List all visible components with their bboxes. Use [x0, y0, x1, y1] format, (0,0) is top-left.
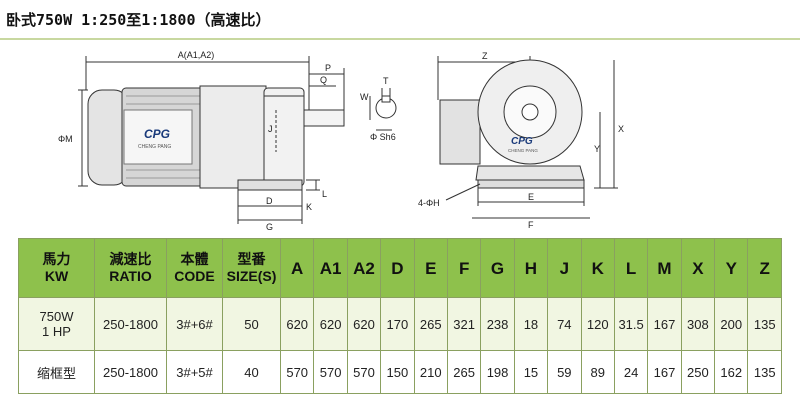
dim-label-d: D [266, 196, 273, 206]
cell-size: 50 [222, 297, 281, 351]
dim-label-l: L [322, 189, 327, 199]
header-f: F [446, 238, 482, 298]
cell-a1: 620 [313, 297, 348, 351]
header-a2: A2 [346, 238, 382, 298]
title-bar: 卧式750W 1:250至1:1800（高速比） [0, 0, 800, 40]
front-view [437, 56, 618, 219]
dim-label-phi-s: Φ Sh6 [370, 132, 396, 142]
cell-a2: 620 [346, 297, 382, 351]
cell-l: 24 [613, 350, 649, 394]
header-y: Y [714, 238, 749, 298]
dim-label-p: P [325, 63, 331, 73]
cell-f: 321 [446, 297, 482, 351]
dim-label-e: E [528, 192, 534, 202]
cell-y: 162 [714, 350, 749, 394]
cell-e: 210 [413, 350, 448, 394]
cell-x: 250 [680, 350, 716, 394]
cell-g: 198 [480, 350, 515, 394]
cell-a: 570 [279, 350, 315, 394]
technical-drawing: A(A1,A2) P Q J ΦM L D K G CPG CHENG PANG… [0, 40, 800, 236]
cell-code: 3#+5# [166, 350, 223, 394]
shaft-end-view [369, 88, 397, 131]
dim-label-w: W [360, 92, 369, 102]
cell-f: 265 [446, 350, 482, 394]
dim-label-y: Y [594, 144, 600, 154]
dim-label-t: T [383, 76, 389, 86]
side-view [78, 56, 345, 224]
header-a1: A1 [313, 238, 348, 298]
table-row: 缩框型 250-1800 3#+5# 40 570 570 570 150 21… [18, 350, 782, 394]
cell-x: 308 [680, 297, 716, 351]
header-m: M [647, 238, 682, 298]
cell-m: 167 [647, 297, 682, 351]
header-e: E [413, 238, 448, 298]
cell-m: 167 [647, 350, 682, 394]
cell-h: 15 [513, 350, 549, 394]
cell-size: 40 [222, 350, 281, 394]
cell-j: 74 [547, 297, 582, 351]
cell-d: 170 [380, 297, 415, 351]
brand-logo: CPG [144, 127, 170, 141]
cell-a: 620 [279, 297, 315, 351]
page-title: 卧式750W 1:250至1:1800（高速比） [6, 11, 271, 29]
cell-e: 265 [413, 297, 448, 351]
header-a: A [279, 238, 315, 298]
dim-label-4h: 4-ΦH [418, 198, 440, 208]
cell-y: 200 [714, 297, 749, 351]
dim-label-j: J [268, 124, 273, 134]
cell-z: 135 [747, 350, 782, 394]
cell-a2: 570 [346, 350, 382, 394]
cell-kw: 缩框型 [18, 350, 95, 394]
cell-z: 135 [747, 297, 782, 351]
dim-label-z: Z [482, 51, 488, 61]
header-k: K [580, 238, 615, 298]
dim-label-g: G [266, 222, 273, 232]
cell-a1: 570 [313, 350, 348, 394]
header-h: H [513, 238, 549, 298]
cell-k: 89 [580, 350, 615, 394]
dim-label-phi-m: ΦM [58, 134, 73, 144]
brand-logo-front: CPG [511, 136, 533, 147]
dim-label-q: Q [320, 75, 327, 85]
cell-h: 18 [513, 297, 549, 351]
header-g: G [480, 238, 515, 298]
cell-l: 31.5 [613, 297, 649, 351]
dim-label-a: A(A1,A2) [178, 50, 215, 60]
cell-k: 120 [580, 297, 615, 351]
cell-g: 238 [480, 297, 515, 351]
dim-label-f: F [528, 220, 534, 230]
cell-ratio: 250-1800 [94, 350, 167, 394]
cell-j: 59 [547, 350, 582, 394]
dim-label-k: K [306, 202, 312, 212]
header-x: X [680, 238, 716, 298]
header-d: D [380, 238, 415, 298]
brand-subtitle-front: CHENG PANG [508, 148, 538, 153]
header-j: J [547, 238, 582, 298]
gear-motor-drawing: A(A1,A2) P Q J ΦM L D K G CPG CHENG PANG… [58, 50, 624, 232]
header-z: Z [747, 238, 782, 298]
cell-d: 150 [380, 350, 415, 394]
header-l: L [613, 238, 649, 298]
cell-code: 3#+6# [166, 297, 223, 351]
dim-label-x: X [618, 124, 624, 134]
brand-subtitle: CHENG PANG [138, 144, 171, 150]
cell-ratio: 250-1800 [94, 297, 167, 351]
